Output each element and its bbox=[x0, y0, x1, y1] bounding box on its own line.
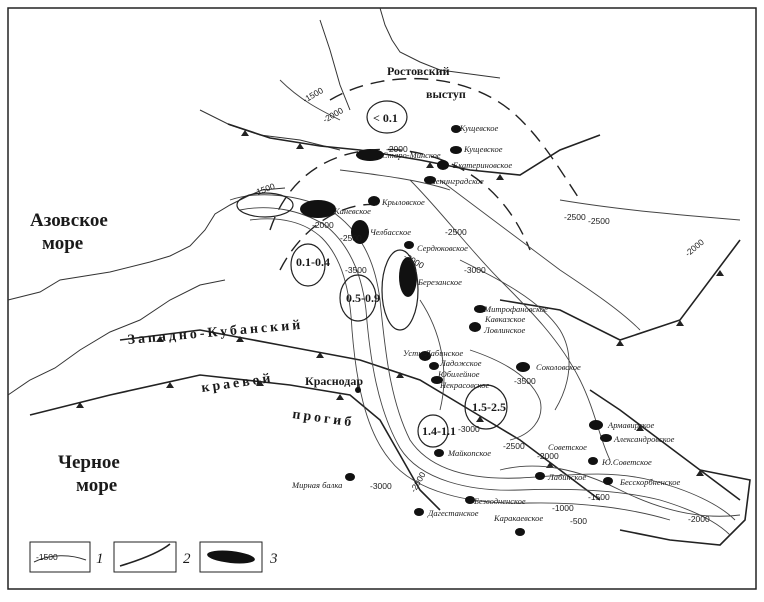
isoline-label: -3000 bbox=[370, 481, 392, 491]
field-body bbox=[450, 146, 462, 154]
isoline-label: -2000 bbox=[312, 220, 334, 230]
field-body bbox=[368, 196, 380, 206]
fault-ticks bbox=[76, 130, 724, 476]
field-body bbox=[431, 376, 443, 384]
legend-item-2: 2 bbox=[183, 551, 191, 567]
field-body bbox=[589, 420, 603, 430]
isoline-label: -2500 bbox=[503, 441, 525, 451]
isoline-label: -2500 bbox=[588, 216, 610, 226]
field-label: Некрасовское bbox=[439, 380, 489, 390]
field-label: Ленинградское bbox=[429, 176, 484, 186]
field-body bbox=[356, 149, 384, 161]
field-body bbox=[399, 257, 417, 297]
zone-value: < 0.1 bbox=[373, 111, 398, 125]
field-body bbox=[515, 528, 525, 536]
field-label: С.Кущевское bbox=[452, 123, 499, 133]
field-label: Ладожское bbox=[439, 358, 482, 368]
city-krasnodar: Краснодар bbox=[305, 374, 363, 388]
isoline-label: -1500 bbox=[588, 492, 610, 502]
field-label: Усть-Лабинское bbox=[403, 348, 463, 358]
isoline-label: -2000 bbox=[688, 514, 710, 524]
field-label: Челбасское bbox=[370, 227, 411, 237]
isoline-label: -2500 bbox=[445, 227, 467, 237]
field-label: Березанское bbox=[417, 277, 462, 287]
field-body bbox=[474, 305, 486, 313]
azov-sea-label-2: море bbox=[42, 233, 83, 254]
field-label: Советское bbox=[548, 442, 587, 452]
field-body bbox=[451, 125, 461, 133]
field-body bbox=[404, 241, 414, 249]
field-body bbox=[351, 220, 369, 244]
field-label: Безводненское bbox=[473, 496, 526, 506]
field-label: Александровское bbox=[613, 434, 675, 444]
field-body bbox=[429, 362, 439, 370]
dashed-boundaries bbox=[269, 77, 581, 271]
isoline-label: -500 bbox=[570, 516, 587, 526]
legend-box-isoline bbox=[29, 541, 91, 573]
oil-gas-fields bbox=[300, 125, 613, 536]
zone-value: 0.1-0.4 bbox=[296, 255, 330, 269]
field-body bbox=[414, 508, 424, 516]
rostov-label-1: Ростовский bbox=[387, 64, 450, 78]
isoline-label: -2500 bbox=[340, 233, 362, 243]
field-label: Ю.Советское bbox=[601, 457, 652, 467]
field-label: Бесскорбненское bbox=[619, 477, 681, 487]
field-body bbox=[300, 200, 336, 218]
legend-isoline-sample: -1500 bbox=[36, 552, 58, 562]
field-body bbox=[535, 472, 545, 480]
field-label: Юбилейное bbox=[437, 369, 480, 379]
zone-value: 1.5-2.5 bbox=[472, 400, 506, 414]
field-label: Армавирское bbox=[607, 420, 655, 430]
field-body bbox=[437, 160, 449, 170]
field-label: Соколовское bbox=[536, 362, 581, 372]
isoline-label: -2500 bbox=[564, 212, 586, 222]
zone-outlines bbox=[236, 100, 508, 448]
field-body bbox=[465, 496, 475, 504]
field-labels: С.Кущевское Кущевское Старо-Минское Екат… bbox=[291, 123, 681, 523]
field-label: Дагестанское bbox=[427, 508, 479, 518]
field-body bbox=[345, 473, 355, 481]
field-body bbox=[600, 434, 612, 442]
city-marker bbox=[355, 387, 361, 393]
zone-value: 0.5-0.9 bbox=[346, 291, 380, 305]
field-label: Митрофановское bbox=[483, 304, 548, 314]
legend-item-3: 3 bbox=[269, 551, 278, 567]
azov-sea-label-1: Азовское bbox=[30, 210, 108, 231]
field-body bbox=[419, 351, 431, 361]
field-label: Лабинское bbox=[547, 472, 586, 482]
field-label: Старо-Минское bbox=[382, 150, 441, 160]
field-label: Кавказское bbox=[484, 314, 525, 324]
field-label: Каневское bbox=[333, 206, 371, 216]
isoline-label: -2000 bbox=[386, 144, 408, 154]
isoline-label: -3000 bbox=[458, 424, 480, 434]
field-label: Мирная балка bbox=[291, 480, 342, 490]
isoline-label: -3500 bbox=[514, 376, 536, 386]
rostov-label-2: выступ bbox=[426, 87, 466, 101]
legend: -1500 1 2 3 bbox=[29, 541, 278, 573]
isoline-label: -1000 bbox=[552, 503, 574, 513]
field-label: Кущевское bbox=[463, 144, 503, 154]
map-frame bbox=[7, 7, 757, 590]
field-body bbox=[516, 362, 530, 372]
zone-value: 1.4-1.1 bbox=[422, 424, 456, 438]
field-body bbox=[469, 322, 481, 332]
field-body bbox=[588, 457, 598, 465]
field-body bbox=[424, 176, 436, 184]
field-label: Майкопское bbox=[447, 448, 491, 458]
isoline-label: -2000 bbox=[537, 451, 559, 461]
field-label: Ловлинское bbox=[483, 325, 526, 335]
field-label: Екатериновское bbox=[452, 160, 512, 170]
field-body bbox=[603, 477, 613, 485]
field-body bbox=[434, 449, 444, 457]
black-sea-label-1: Черное bbox=[58, 452, 120, 473]
legend-item-1: 1 bbox=[96, 551, 104, 567]
black-sea-label-2: море bbox=[76, 475, 117, 496]
field-label: Каракаевское bbox=[493, 513, 543, 523]
field-label: Сердюковское bbox=[417, 243, 468, 253]
isoline-label: -3000 bbox=[464, 265, 486, 275]
isoline-label: -3500 bbox=[345, 265, 367, 275]
field-label: Крыловское bbox=[381, 197, 425, 207]
